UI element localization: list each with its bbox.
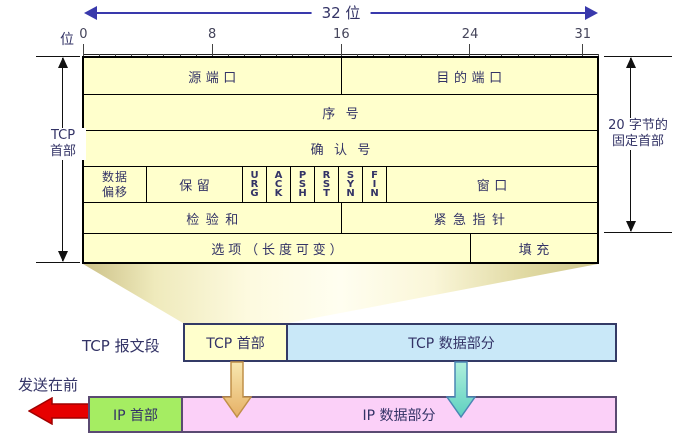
arrow-left-icon <box>84 6 97 20</box>
fixed-header-bracket-line1: 20 字节的 <box>608 118 668 133</box>
tcp-data-down-arrow-icon <box>446 361 476 419</box>
left-bracket-arrow-up-icon <box>58 57 68 68</box>
row-acknowledgment: 确认号 <box>84 130 597 166</box>
ruler-tick-major <box>469 44 471 54</box>
bit-unit-label: 位 <box>60 32 74 48</box>
field-options: 选项（长度可变） <box>211 242 347 258</box>
tick-label-16: 16 <box>333 27 350 42</box>
ruler-tick-major <box>211 44 213 54</box>
ruler-tick-major <box>340 44 342 54</box>
tick-label-8: 8 <box>208 27 217 42</box>
ruler-tick-major <box>581 44 583 54</box>
tcp-header-bracket-label: TCP 首部 <box>40 128 86 160</box>
field-reserved: 保留 <box>146 167 242 202</box>
left-bracket-top-line <box>36 56 80 57</box>
field-source-port: 源端口 <box>188 70 241 86</box>
row-sequence: 序号 <box>84 94 597 130</box>
tcp-header-bracket-line2: 首部 <box>49 144 76 159</box>
row-checksum: 检验和 紧急指针 <box>84 202 597 233</box>
right-bracket-arrow-up-icon <box>626 57 636 68</box>
field-sequence-number: 序号 <box>322 107 370 122</box>
field-window: 窗口 <box>386 167 597 202</box>
field-urgent-pointer: 紧急指针 <box>340 203 598 233</box>
fixed-header-bracket-label: 20 字节的 固定首部 <box>599 118 677 150</box>
tcp-header-bracket-line1: TCP <box>50 128 76 143</box>
tick-label-0: 0 <box>79 27 88 42</box>
ip-datagram-bar: IP 首部 IP 数据部分 <box>88 396 617 433</box>
bit-width-label: 32 位 <box>311 3 371 23</box>
bit-width-span-arrow: 32 位 <box>84 3 598 23</box>
ip-header-box: IP 首部 <box>90 398 183 431</box>
tcp-segment-data-box: TCP 数据部分 <box>288 325 615 360</box>
tcp-header-down-arrow-icon <box>222 361 252 419</box>
field-checksum: 检验和 <box>186 212 245 228</box>
ruler-tick-major <box>83 44 84 54</box>
ip-data-box: IP 数据部分 <box>183 398 615 431</box>
right-bracket-top-line <box>604 56 672 57</box>
right-bracket-bottom-line <box>604 232 672 233</box>
tcp-segment-bar: TCP 首部 TCP 数据部分 <box>183 323 617 362</box>
row-ports: 源端口 目的端口 <box>84 58 597 94</box>
tcp-segment-label: TCP 报文段 <box>82 337 160 355</box>
zoom-funnel-shape <box>83 264 598 323</box>
send-direction-label: 发送在前 <box>18 376 79 394</box>
tcp-segment-header-box: TCP 首部 <box>185 325 288 360</box>
right-bracket-arrow-down-icon <box>626 221 636 232</box>
send-direction-red-arrow-icon <box>28 397 90 425</box>
left-bracket-arrow-down-icon <box>58 251 68 262</box>
arrow-right-icon <box>585 6 598 20</box>
fixed-header-bracket-line2: 固定首部 <box>611 134 664 149</box>
field-data-offset: 数据偏移 <box>101 169 128 199</box>
left-bracket-bottom-line <box>36 262 80 263</box>
field-padding: 填充 <box>470 234 597 262</box>
row-options: 选项（长度可变） 填充 <box>84 233 597 262</box>
field-ack-number: 确认号 <box>310 143 381 158</box>
tick-label-24: 24 <box>461 27 479 42</box>
field-dest-port: 目的端口 <box>340 58 598 94</box>
tick-label-31: 31 <box>574 27 592 42</box>
